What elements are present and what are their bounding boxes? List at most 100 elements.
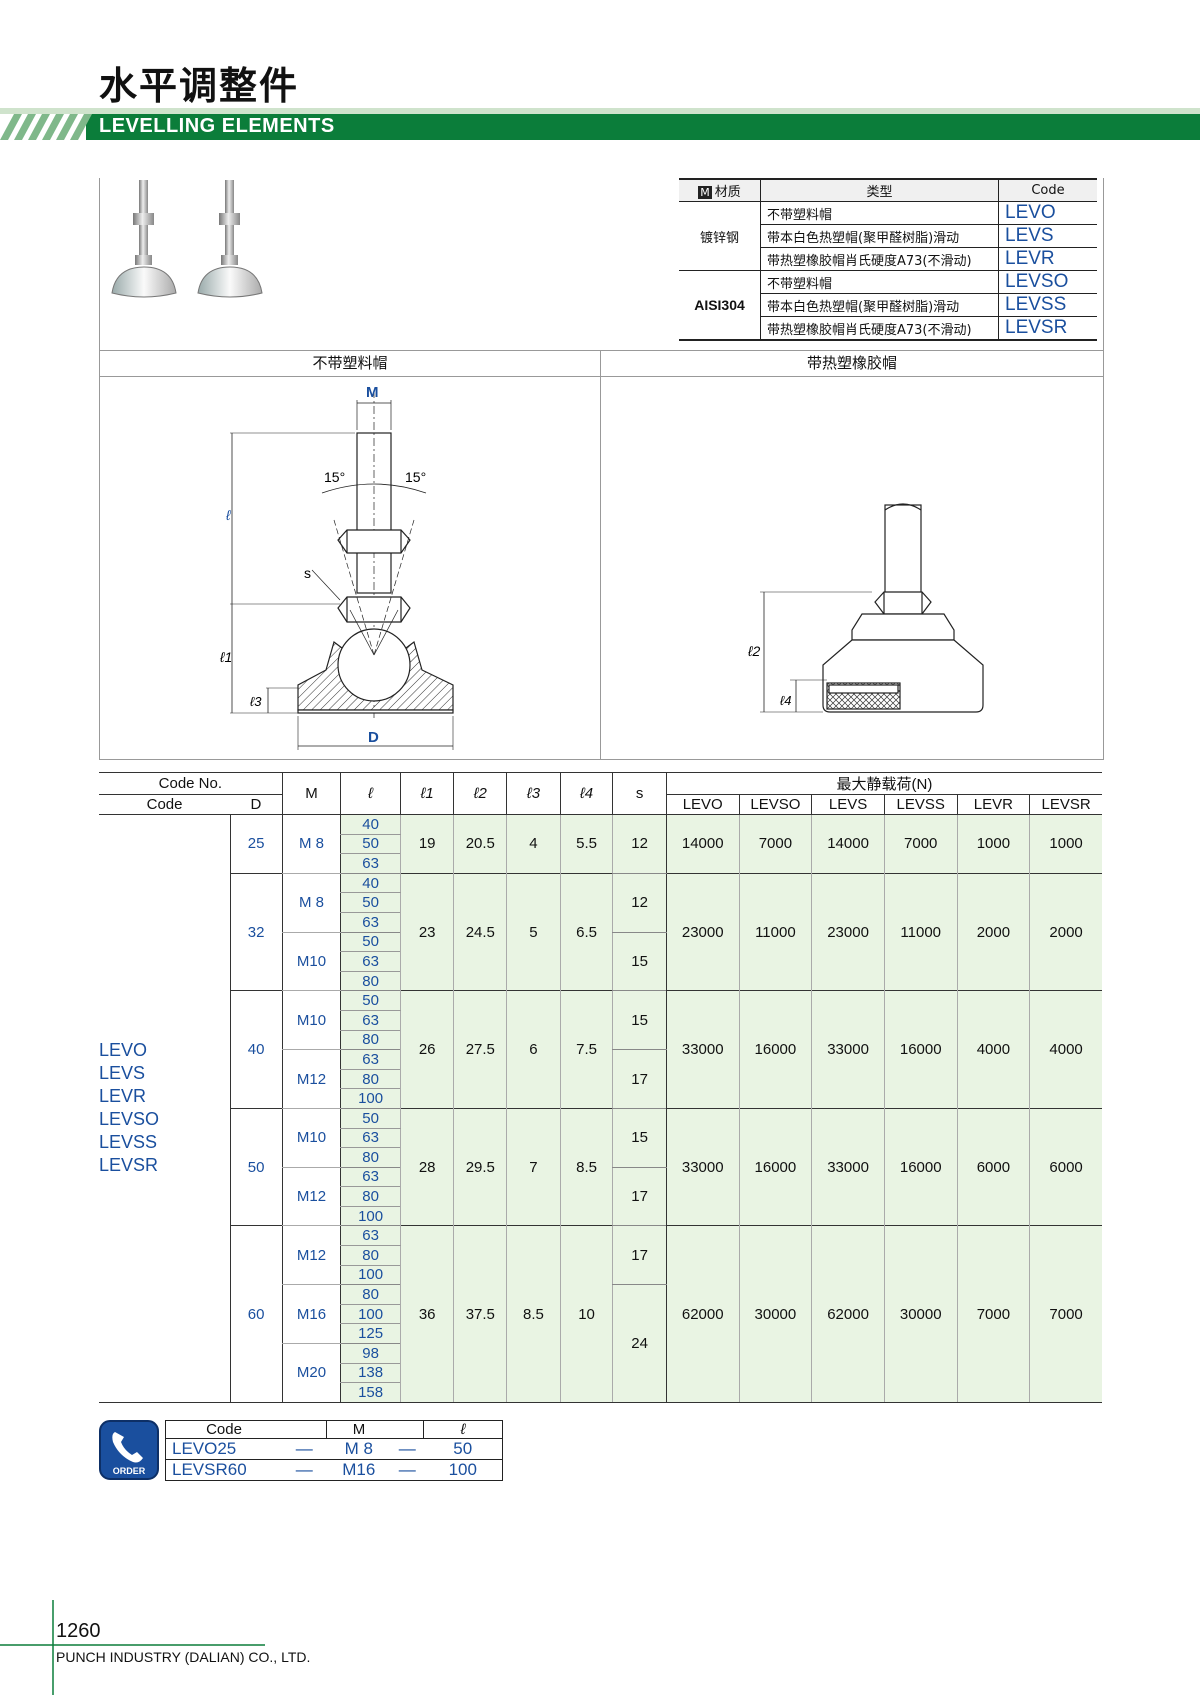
drawing-left-svg: M D ℓ ℓ1 ℓ3 s 15° 15° [219, 384, 454, 750]
code-list-item: LEVO [99, 1040, 148, 1061]
l-cell: 80 [340, 1284, 401, 1305]
order-row: LEVO25 — M 8 — 50 [165, 1438, 503, 1460]
table-row: 80 [99, 1069, 1102, 1090]
m-cell: M10 [281, 990, 341, 1051]
code-cell: LEVSR [998, 316, 1097, 341]
l-cell: 63 [340, 1049, 401, 1070]
table-row: 125 [99, 1323, 1102, 1345]
l1-cell: 19 [399, 814, 454, 874]
l-cell: 80 [340, 1069, 401, 1090]
type-cell: 带本白色热塑帽(聚甲醛树脂)滑动 [760, 293, 999, 317]
s-cell: 24 [612, 1284, 667, 1403]
d-cell: 40 [229, 990, 283, 1109]
load-col-header: LEVSS [883, 794, 958, 815]
l4-cell: 5.5 [559, 814, 613, 874]
m-cell: M16 [281, 1284, 341, 1345]
l-cell: 50 [340, 834, 401, 855]
product-photo [111, 180, 263, 298]
page-number: 1260 [56, 1620, 101, 1642]
load-cell: 14000 [811, 814, 885, 874]
order-code-header: Code [165, 1420, 282, 1439]
load-cell: 33000 [665, 990, 740, 1109]
load-cell: 1000 [956, 814, 1030, 874]
load-col-header: LEVSR [1029, 794, 1102, 815]
specification-table: Code No. M ℓ ℓ1 ℓ2 ℓ3 ℓ4 s 最大静载荷(N) Code… [99, 772, 1102, 1403]
l3-cell: 8.5 [506, 1225, 561, 1403]
d-header: D [230, 794, 283, 815]
type-cell: 带本白色热塑帽(聚甲醛树脂)滑动 [760, 224, 999, 248]
load-cell: 33000 [811, 990, 885, 1109]
product-overview [99, 178, 1104, 350]
label-s: s [304, 565, 311, 581]
load-cell: 11000 [883, 873, 958, 991]
load-cell: 16000 [738, 1108, 812, 1226]
load-cell: 62000 [665, 1225, 740, 1403]
l3-cell: 5 [506, 873, 561, 991]
l-cell: 63 [340, 1225, 401, 1247]
type-cell: 带热塑橡胶帽肖氏硬度A73(不滑动) [760, 316, 999, 341]
load-cell: 7000 [1029, 1225, 1102, 1403]
technical-drawings: 不带塑料帽 带热塑橡胶帽 [99, 350, 1104, 760]
s-cell: 15 [612, 932, 667, 992]
code-header: Code [99, 794, 231, 815]
drawing-without-cap: 不带塑料帽 [100, 351, 601, 759]
load-cell: 7000 [956, 1225, 1030, 1403]
type-cell: 带热塑橡胶帽肖氏硬度A73(不滑动) [760, 247, 999, 271]
code-cell: LEVR [998, 247, 1097, 271]
l2-cell: 29.5 [453, 1108, 507, 1226]
m-cell: M 8 [281, 814, 341, 874]
code-header: Code [998, 178, 1097, 202]
l-cell: 63 [340, 1010, 401, 1031]
load-cell: 14000 [665, 814, 740, 874]
code-no-header: Code No. [99, 772, 283, 795]
l1-cell: 28 [399, 1108, 454, 1226]
table-row: 63 [99, 853, 1102, 874]
table-row: 63 [99, 1128, 1102, 1149]
l3-cell: 4 [506, 814, 561, 874]
l-cell: 63 [340, 853, 401, 874]
label-D: D [368, 729, 379, 746]
l-cell: 138 [340, 1363, 401, 1384]
m-cell: M20 [281, 1343, 341, 1403]
order-icon-label: ORDER [113, 1466, 146, 1476]
l2-cell: 37.5 [453, 1225, 507, 1403]
l3-cell: 7 [506, 1108, 561, 1226]
s-cell: 12 [612, 814, 667, 874]
m-header: M [281, 772, 341, 815]
l-cell: 100 [340, 1265, 401, 1286]
table-row: 80 [99, 1147, 1102, 1168]
load-col-header: LEVR [956, 794, 1030, 815]
l4-cell: 10 [559, 1225, 613, 1403]
load-cell: 7000 [883, 814, 958, 874]
l2-header: ℓ2 [453, 772, 507, 815]
load-cell: 6000 [1029, 1108, 1102, 1226]
code-cell: LEVSO [998, 270, 1097, 294]
load-cell: 33000 [811, 1108, 885, 1226]
code-list-item: LEVS [99, 1063, 146, 1084]
l-cell: 80 [340, 1030, 401, 1051]
table-row: 100 [99, 1304, 1102, 1325]
s-cell: 15 [612, 1108, 667, 1168]
load-cell: 6000 [956, 1108, 1030, 1226]
l4-cell: 7.5 [559, 990, 613, 1109]
l-cell: 40 [340, 873, 401, 894]
l-cell: 63 [340, 912, 401, 933]
l-cell: 40 [340, 814, 401, 835]
load-cell: 16000 [883, 1108, 958, 1226]
load-col-header: LEVS [811, 794, 885, 815]
label-l2: ℓ2 [747, 643, 761, 659]
l-cell: 63 [340, 1128, 401, 1149]
code-list-item: LEVSS [99, 1132, 158, 1153]
label-l4: ℓ4 [780, 693, 791, 708]
s-cell: 17 [612, 1049, 667, 1109]
page-title-en: LEVELLING ELEMENTS [99, 115, 335, 137]
s-cell: 15 [612, 990, 667, 1051]
m-cell: M10 [281, 932, 341, 992]
l1-cell: 36 [399, 1225, 454, 1403]
l-cell: 100 [340, 1088, 401, 1109]
order-row: LEVSR60 — M16 — 100 [165, 1459, 503, 1481]
l4-cell: 6.5 [559, 873, 613, 991]
